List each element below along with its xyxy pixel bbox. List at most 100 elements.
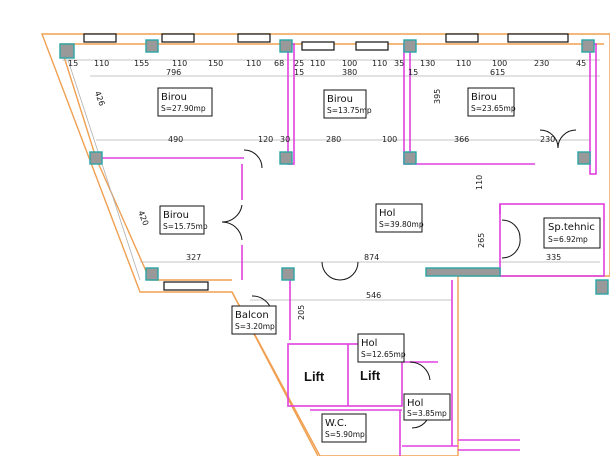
room-hol-main-box: [375, 203, 423, 233]
lift-1-label: Lift: [304, 369, 325, 384]
dim-label: 380: [342, 68, 357, 77]
dim-label: 120: [258, 135, 273, 144]
room-birou4-name: Birou: [163, 210, 189, 221]
room-birou1-box: [157, 87, 213, 117]
dim-label: 205: [297, 305, 306, 320]
column-3: [279, 39, 293, 53]
room-sp-tehnic-area: S=6.92mp: [548, 235, 588, 244]
wall-east: [589, 43, 597, 175]
outer-line-inner-left: [59, 43, 232, 281]
dim-label: 15: [294, 68, 304, 77]
dim-label: 110: [172, 59, 187, 68]
dim-label: 110: [310, 59, 325, 68]
windows: [83, 33, 569, 291]
dim-label: 15: [408, 68, 418, 77]
room-birou2-name: Birou: [327, 94, 353, 105]
door-hol-south: [321, 261, 359, 281]
window-2: [161, 33, 195, 43]
dim-label: 100: [382, 135, 397, 144]
dim-label: 395: [433, 89, 442, 104]
dim-label: 796: [166, 68, 181, 77]
dim-label: 420: [136, 209, 150, 227]
column-1: [59, 43, 75, 59]
lift-2-label: Lift: [360, 368, 381, 383]
inner-lines: [62, 59, 600, 301]
room-hol-main-area: S=39.80mp: [379, 220, 424, 229]
column-11: [281, 267, 295, 281]
column-7: [279, 151, 293, 165]
dim-label: 110: [246, 59, 261, 68]
dim-label: 230: [534, 59, 549, 68]
dim-label: 327: [186, 253, 201, 262]
room-wc-area: S=5.90mp: [325, 430, 365, 439]
window-5: [355, 41, 389, 51]
dim-label: 110: [456, 59, 471, 68]
room-wc-box: [321, 413, 367, 443]
room-birou1-area: S=27.90mp: [161, 104, 206, 113]
dim-label: 25: [294, 59, 304, 68]
dim-label: 366: [454, 135, 469, 144]
dim-label: 100: [492, 59, 507, 68]
column-12: [425, 267, 501, 277]
window-8: [163, 281, 209, 291]
window-7: [507, 33, 569, 43]
window-4: [301, 41, 335, 51]
window-6: [445, 33, 479, 43]
room-hol2-box: [357, 333, 405, 363]
dim-label: 100: [342, 59, 357, 68]
wall-birou2-birou3: [403, 43, 411, 165]
dim-label: 230: [540, 135, 555, 144]
room-hol2-name: Hol: [361, 338, 377, 349]
outer-boundary: [40, 33, 610, 456]
dim-label: 68: [274, 59, 284, 68]
room-birou1-name: Birou: [161, 92, 187, 103]
door-hol3: [409, 361, 431, 381]
dim-label: 615: [490, 68, 505, 77]
dim-label: 110: [475, 175, 484, 190]
sp-tehnic-label-box: [543, 217, 601, 249]
doors: [221, 129, 577, 429]
room-wc-name: W.C.: [325, 418, 347, 429]
room-birou3-box: [467, 87, 515, 117]
room-hol3-name: Hol: [407, 398, 423, 409]
door-birou3: [539, 129, 577, 149]
door-birou4: [221, 204, 243, 241]
room-balcon-area: S=3.20mp: [235, 322, 275, 331]
dim-label: 874: [364, 253, 379, 262]
room-sp-tehnic-name: Sp.tehnic: [548, 222, 595, 233]
dim-label: 35: [394, 59, 404, 68]
dim-label: 110: [94, 59, 109, 68]
room-balcon-name: Balcon: [235, 310, 269, 321]
column-10: [145, 267, 159, 281]
room-hol-main-name: Hol: [379, 208, 395, 219]
room-birou4-area: S=15.75mp: [163, 222, 208, 231]
door-sp-tehnic: [501, 219, 521, 259]
dimension-labels: 15 110 155 110 150 110 68 25 110 100 110…: [68, 59, 586, 320]
room-birou2-box: [323, 89, 367, 119]
dim-label: 546: [366, 291, 381, 300]
room-labels: Birou S=27.90mp Birou S=13.75mp Birou S=…: [157, 87, 595, 443]
wall-sp-tehnic: [499, 203, 605, 277]
room-birou4-box: [159, 205, 205, 235]
column-8: [403, 151, 417, 165]
dim-label: 490: [168, 135, 183, 144]
column-4: [403, 39, 417, 53]
room-birou2-area: S=13.75mp: [327, 106, 372, 115]
dim-label: 110: [372, 59, 387, 68]
dim-line-diagonal: [67, 59, 141, 281]
wall-lift-shaft: [287, 343, 403, 407]
window-3: [237, 33, 271, 43]
dim-label: 15: [68, 59, 78, 68]
room-hol3-area: S=3.85mp: [407, 409, 447, 418]
dim-label: 45: [576, 59, 586, 68]
room-birou3-name: Birou: [471, 92, 497, 103]
dim-label: 280: [326, 135, 341, 144]
columns: [59, 39, 609, 295]
dim-label: 30: [280, 135, 290, 144]
room-hol3-box: [403, 393, 451, 421]
column-9: [577, 151, 591, 165]
column-6: [89, 151, 103, 165]
dim-label: 130: [420, 59, 435, 68]
column-13: [595, 279, 609, 295]
